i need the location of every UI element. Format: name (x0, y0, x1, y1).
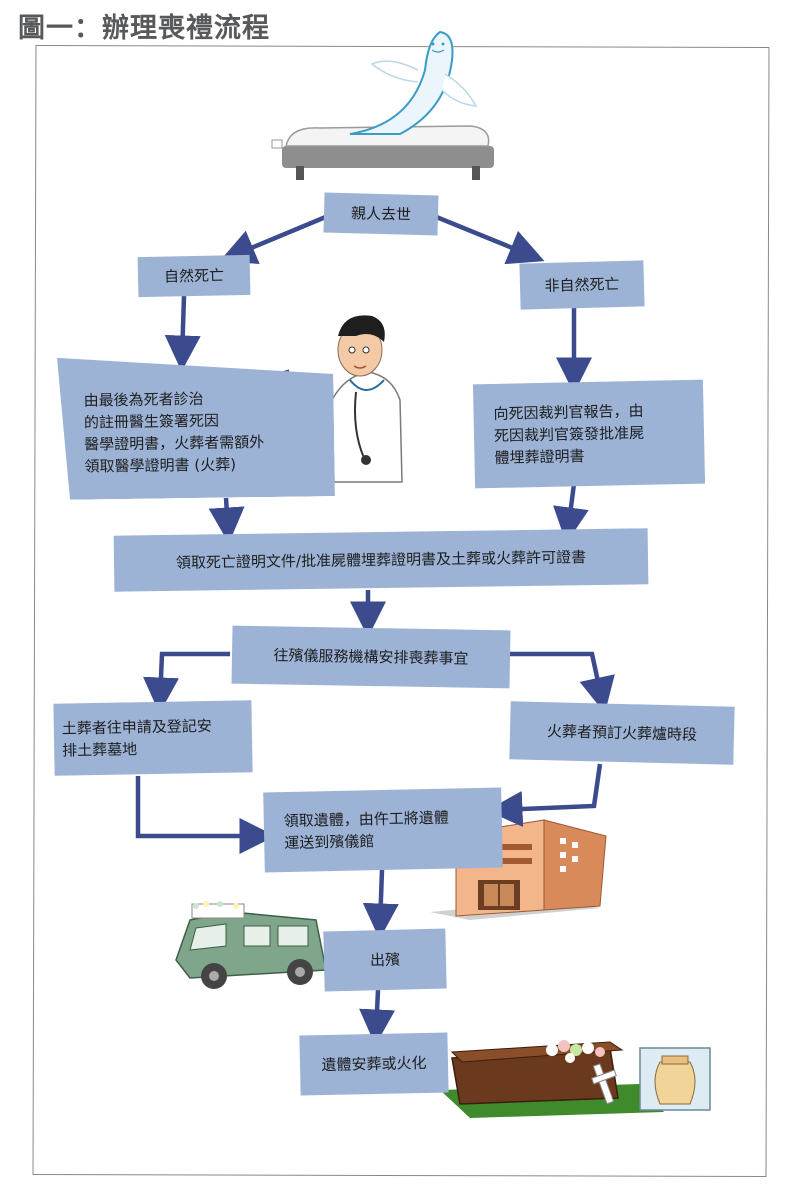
node-coroner-report: 向死因裁判官報告，由 死因裁判官簽發批准屍 體埋葬證明書 (472, 379, 706, 489)
coffin-with-flowers-icon (440, 1040, 664, 1118)
arrow-collect-to-procession (362, 869, 399, 940)
node-final-label: 遺體安葬或火化 (321, 1053, 427, 1075)
arrow-coroner-to-documents (553, 483, 589, 544)
node-death: 親人去世 (323, 192, 439, 236)
arrow-doctor-to-documents (208, 497, 245, 544)
node-unnatural-death: 非自然死亡 (519, 260, 645, 310)
node-funeral-parlour: 往殯儀服務機構安排喪葬事宜 (231, 625, 511, 689)
urn-box-icon (639, 1047, 711, 1111)
node-death-label: 親人去世 (350, 204, 412, 224)
arrow-death-to-natural (219, 213, 329, 264)
node-documents: 領取死亡證明文件/批准屍體埋葬證明書及土葬或火葬許可證書 (113, 528, 649, 592)
node-documents-label: 領取死亡證明文件/批准屍體埋葬證明書及土葬或火葬許可證書 (175, 548, 587, 572)
arrow-natural-to-doctor (164, 295, 201, 372)
bed-with-spirit-icon (271, 30, 494, 180)
arrow-burial-to-collect (135, 776, 276, 854)
node-final-burial-or-cremation: 遺體安葬或火化 (299, 1032, 449, 1096)
hearse-van-icon (175, 901, 327, 989)
node-cremation: 火葬者預訂火葬爐時段 (509, 701, 735, 765)
page-title: 圖一：辦理喪禮流程 (18, 13, 270, 44)
arrow-cremation-to-collect (486, 763, 603, 828)
node-collect-body-label: 領取遺體，由仵工將遺體 運送到殯儀館 (283, 808, 449, 853)
node-collect-body: 領取遺體，由仵工將遺體 運送到殯儀館 (263, 787, 503, 873)
node-doctor-certificate-label: 由最後為死者診治 的註冊醫生簽署死因 醫學證明書，火葬者需額外 領取醫學證明書 … (83, 389, 265, 476)
node-doctor-certificate: 由最後為死者診治 的註冊醫生簽署死因 醫學證明書，火葬者需額外 領取醫學證明書 … (57, 354, 335, 500)
arrow-parlour-to-cremation (510, 651, 615, 714)
node-coroner-report-label: 向死因裁判官報告，由 死因裁判官簽發批准屍 體埋葬證明書 (493, 401, 645, 467)
node-burial-label: 土葬者往申請及登記安 排土葬墓地 (61, 716, 212, 760)
node-funeral-parlour-label: 往殯儀服務機構安排喪葬事宜 (273, 646, 469, 668)
node-procession-label: 出殯 (369, 950, 401, 970)
node-cremation-label: 火葬者預訂火葬爐時段 (546, 722, 698, 744)
arrow-parlour-to-burial (142, 651, 230, 714)
node-procession: 出殯 (323, 928, 447, 992)
node-burial: 土葬者往申請及登記安 排土葬墓地 (53, 700, 253, 776)
arrow-death-to-unnatural (433, 213, 545, 265)
node-natural-death-label: 自然死亡 (163, 266, 225, 286)
node-natural-death: 自然死亡 (137, 254, 251, 298)
arrow-procession-to-final (359, 989, 396, 1046)
node-unnatural-death-label: 非自然死亡 (544, 275, 620, 295)
